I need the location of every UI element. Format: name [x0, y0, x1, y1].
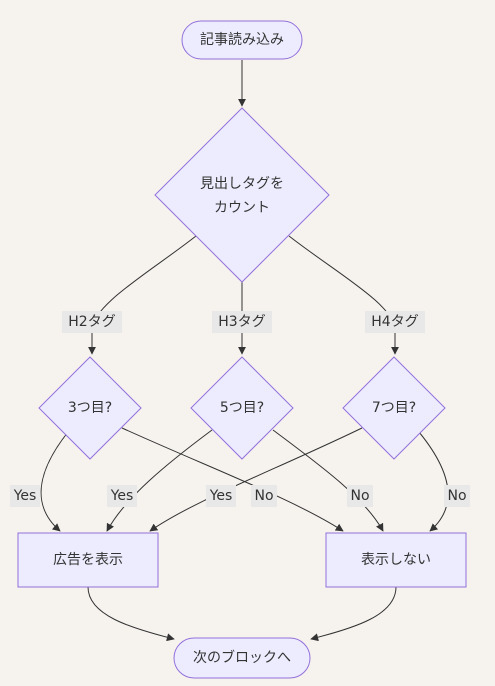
svg-text:7つ目?: 7つ目? [372, 400, 416, 416]
svg-text:No: No [254, 488, 273, 504]
svg-text:Yes: Yes [13, 488, 37, 504]
svg-text:Yes: Yes [110, 488, 134, 504]
svg-text:3つ目?: 3つ目? [68, 400, 112, 416]
edge-label-h3: H3タグ [212, 311, 272, 333]
edge-noad-to-next [310, 586, 397, 642]
node-show-ad: 広告を表示 [17, 532, 159, 588]
edge-label-h2-yes: Yes [10, 485, 40, 507]
edge-h3-no [272, 429, 384, 532]
svg-text:次のブロックへ: 次のブロックへ [193, 649, 291, 666]
edge-label-h2: H2タグ [62, 311, 122, 333]
edge-count-to-h2 [88, 235, 197, 355]
svg-text:H3タグ: H3タグ [218, 314, 265, 330]
svg-text:H2タグ: H2タグ [68, 314, 115, 330]
edge-count-to-h4 [288, 235, 399, 355]
svg-text:Yes: Yes [209, 488, 233, 504]
svg-text:No: No [447, 488, 466, 504]
svg-text:広告を表示: 広告を表示 [53, 552, 123, 568]
node-next: 次のブロックへ [173, 637, 311, 679]
edge-h4-yes [149, 427, 363, 532]
svg-text:カウント: カウント [214, 200, 270, 216]
node-h3-check: 5つ目? [190, 356, 294, 460]
edge-label-h3-no: No [347, 485, 373, 507]
nodes: 記事読み込み 見出しタグを カウント 3つ目? 5つ目? 7つ目? 広告を表示 … [17, 20, 467, 679]
node-start: 記事読み込み [181, 20, 303, 60]
svg-text:表示しない: 表示しない [361, 552, 431, 568]
edge-label-h3-yes: Yes [107, 485, 137, 507]
edge-label-h4: H4タグ [365, 311, 425, 333]
node-count: 見出しタグを カウント [154, 107, 330, 283]
svg-text:見出しタグを: 見出しタグを [200, 176, 284, 192]
node-h2-check: 3つ目? [38, 356, 142, 460]
svg-text:記事読み込み: 記事読み込み [200, 31, 284, 48]
edge-label-h2-no: No [251, 485, 277, 507]
node-h4-check: 7つ目? [342, 356, 446, 460]
edge-h3-yes [106, 429, 213, 532]
edge-showad-to-next [87, 586, 175, 642]
edge-label-h4-yes: Yes [206, 485, 236, 507]
edge-h2-yes [40, 431, 69, 532]
edge-labels: H2タグ H3タグ H4タグ Yes Yes Yes No No [10, 311, 470, 507]
svg-text:No: No [350, 488, 369, 504]
svg-text:H4タグ: H4タグ [371, 314, 418, 330]
edges [40, 60, 449, 642]
svg-text:5つ目?: 5つ目? [220, 400, 264, 416]
edge-h4-no [418, 431, 449, 532]
edge-h2-no [121, 427, 344, 532]
edge-label-h4-no: No [444, 485, 470, 507]
node-no-ad: 表示しない [325, 532, 467, 588]
